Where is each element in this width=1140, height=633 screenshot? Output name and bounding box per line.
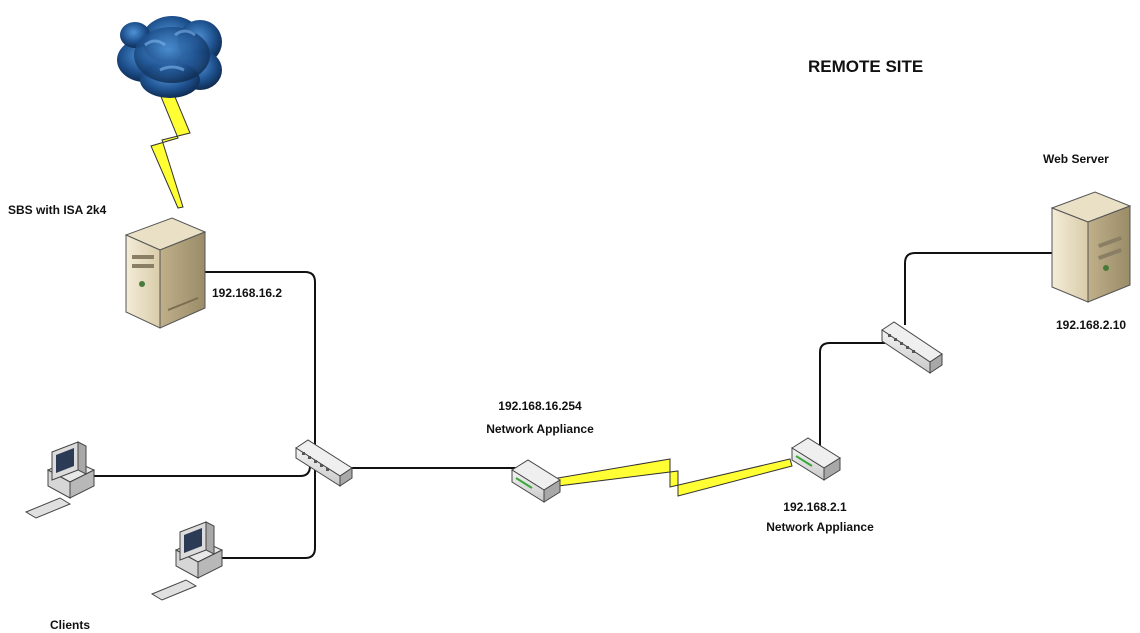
client-pc-icon-1 [26,442,94,518]
local-appliance-name-label: Network Appliance [470,422,610,436]
web-server-label: Web Server [1043,152,1109,166]
local-appliance-icon [512,460,560,502]
remote-appliance-name-label: Network Appliance [750,520,890,534]
wan-lightning-icon [558,459,792,496]
link-client1-to-switch [92,466,310,476]
lightning-icon [151,80,190,208]
local-switch-icon [296,440,352,486]
remote-appliance-ip-label: 192.168.2.1 [760,500,870,514]
cloud-icon [117,16,222,98]
web-server-ip-label: 192.168.2.10 [1056,318,1126,332]
sbs-server-icon [126,218,205,328]
link-switch-to-webserver [905,253,1053,325]
local-appliance-ip-label: 192.168.16.254 [480,399,600,413]
remote-switch-icon [882,322,942,373]
link-remote-appliance-to-switch [820,343,885,448]
link-client2-to-switch [205,470,315,558]
sbs-label: SBS with ISA 2k4 [8,203,106,217]
clients-label: Clients [50,618,90,632]
sbs-ip-label: 192.168.16.2 [212,286,282,300]
remote-appliance-icon [792,438,840,480]
web-server-icon [1052,192,1130,302]
client-pc-icon-2 [152,522,222,600]
diagram-title: REMOTE SITE [808,57,923,77]
